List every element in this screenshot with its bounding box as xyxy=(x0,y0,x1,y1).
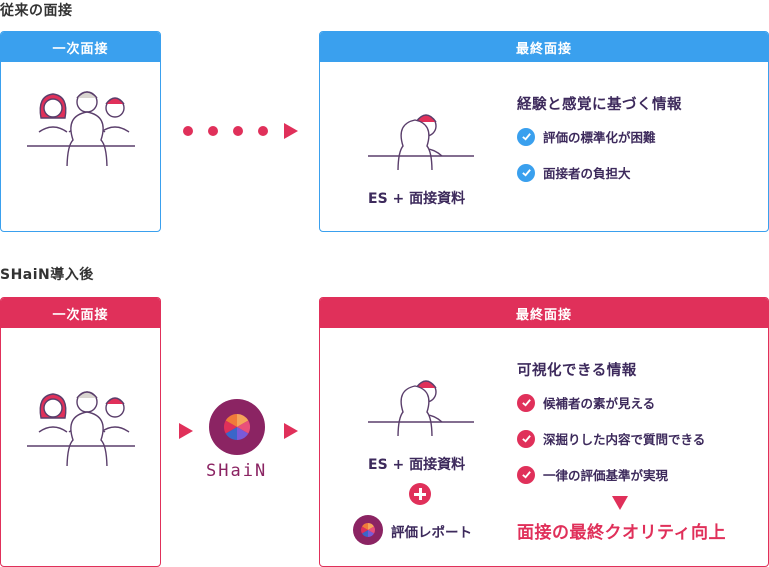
final-interview-card-after: 最終面接 ES + 面接資料 評価レポート 可視化できる情報 候補者の素が見える… xyxy=(319,297,769,567)
progress-dot xyxy=(233,126,243,136)
list-item: 一律の評価基準が実現 xyxy=(517,465,668,484)
evaluation-report-label: 評価レポート xyxy=(391,525,472,541)
progress-dot xyxy=(183,126,193,136)
card-header: 最終面接 xyxy=(320,298,768,328)
first-interview-card-before: 一次面接 xyxy=(0,31,161,232)
check-icon xyxy=(517,393,535,412)
progress-dot xyxy=(258,126,268,136)
arrow-right-icon xyxy=(179,423,193,439)
list-item: 候補者の素が見える xyxy=(517,393,655,412)
card-header: 最終面接 xyxy=(320,32,768,62)
arrow-right-icon xyxy=(284,423,298,439)
list-item: 面接者の負担大 xyxy=(517,163,631,182)
arrow-right-icon xyxy=(284,123,298,139)
check-icon xyxy=(517,429,535,448)
section-title-after: SHaiN導入後 xyxy=(0,267,94,283)
es-materials-caption: ES + 面接資料 xyxy=(368,457,466,473)
card-header: 一次面接 xyxy=(1,32,160,62)
es-materials-caption: ES + 面接資料 xyxy=(368,191,466,207)
section-title-before: 従来の面接 xyxy=(0,3,73,19)
list-item: 評価の標準化が困難 xyxy=(517,127,656,146)
group-interview-illustration xyxy=(27,91,135,166)
info-heading: 可視化できる情報 xyxy=(517,363,637,379)
arrow-down-icon xyxy=(612,496,628,510)
plus-icon xyxy=(409,483,431,505)
final-interview-card-before: 最終面接 ES + 面接資料 経験と感覚に基づく情報 評価の標準化が困難 面接者… xyxy=(319,31,769,232)
quality-result-text: 面接の最終クオリティ向上 xyxy=(517,523,726,543)
check-icon xyxy=(517,127,535,146)
list-item: 深掘りした内容で質問できる xyxy=(517,429,705,448)
shain-logo-icon xyxy=(209,399,265,455)
first-interview-card-after: 一次面接 xyxy=(0,297,161,567)
one-on-one-interview-illustration xyxy=(368,380,474,436)
shain-small-logo-icon xyxy=(353,515,383,545)
info-heading: 経験と感覚に基づく情報 xyxy=(517,97,682,113)
check-icon xyxy=(517,163,535,182)
card-header: 一次面接 xyxy=(1,298,160,328)
progress-dot xyxy=(208,126,218,136)
group-interview-illustration xyxy=(27,391,135,466)
shain-logo-text: SHaiN xyxy=(206,461,268,481)
check-icon xyxy=(517,465,535,484)
one-on-one-interview-illustration xyxy=(368,114,474,170)
